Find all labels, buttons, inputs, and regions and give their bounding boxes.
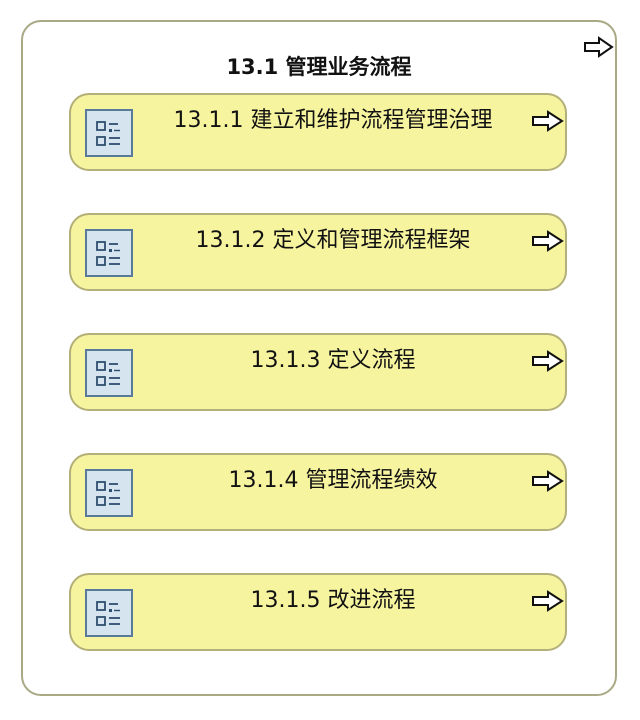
hollow-right-arrow-icon[interactable] [531,469,565,493]
process-card-label: 13.1.2 定义和管理流程框架 [195,228,471,253]
hollow-right-arrow-icon[interactable] [531,589,565,613]
process-card-13-1-4[interactable]: 13.1.4 管理流程绩效 [69,453,567,531]
activity-list-icon [85,229,133,277]
hollow-right-arrow-icon[interactable] [583,36,615,58]
activity-list-icon [85,589,133,637]
process-card-label: 13.1.5 改进流程 [250,588,416,613]
process-card-label: 13.1.4 管理流程绩效 [228,468,438,493]
activity-list-icon [85,469,133,517]
process-card-label: 13.1.3 定义流程 [250,348,416,373]
process-card-13-1-1[interactable]: 13.1.1 建立和维护流程管理治理 [69,93,567,171]
process-card-13-1-3[interactable]: 13.1.3 定义流程 [69,333,567,411]
process-card-label: 13.1.1 建立和维护流程管理治理 [173,108,493,133]
hollow-right-arrow-icon[interactable] [531,109,565,133]
process-group-title: 13.1 管理业务流程 [226,55,412,79]
hollow-right-arrow-icon[interactable] [531,229,565,253]
hollow-right-arrow-icon[interactable] [531,349,565,373]
activity-list-icon [85,349,133,397]
process-card-13-1-5[interactable]: 13.1.5 改进流程 [69,573,567,651]
activity-list-icon [85,109,133,157]
process-card-13-1-2[interactable]: 13.1.2 定义和管理流程框架 [69,213,567,291]
